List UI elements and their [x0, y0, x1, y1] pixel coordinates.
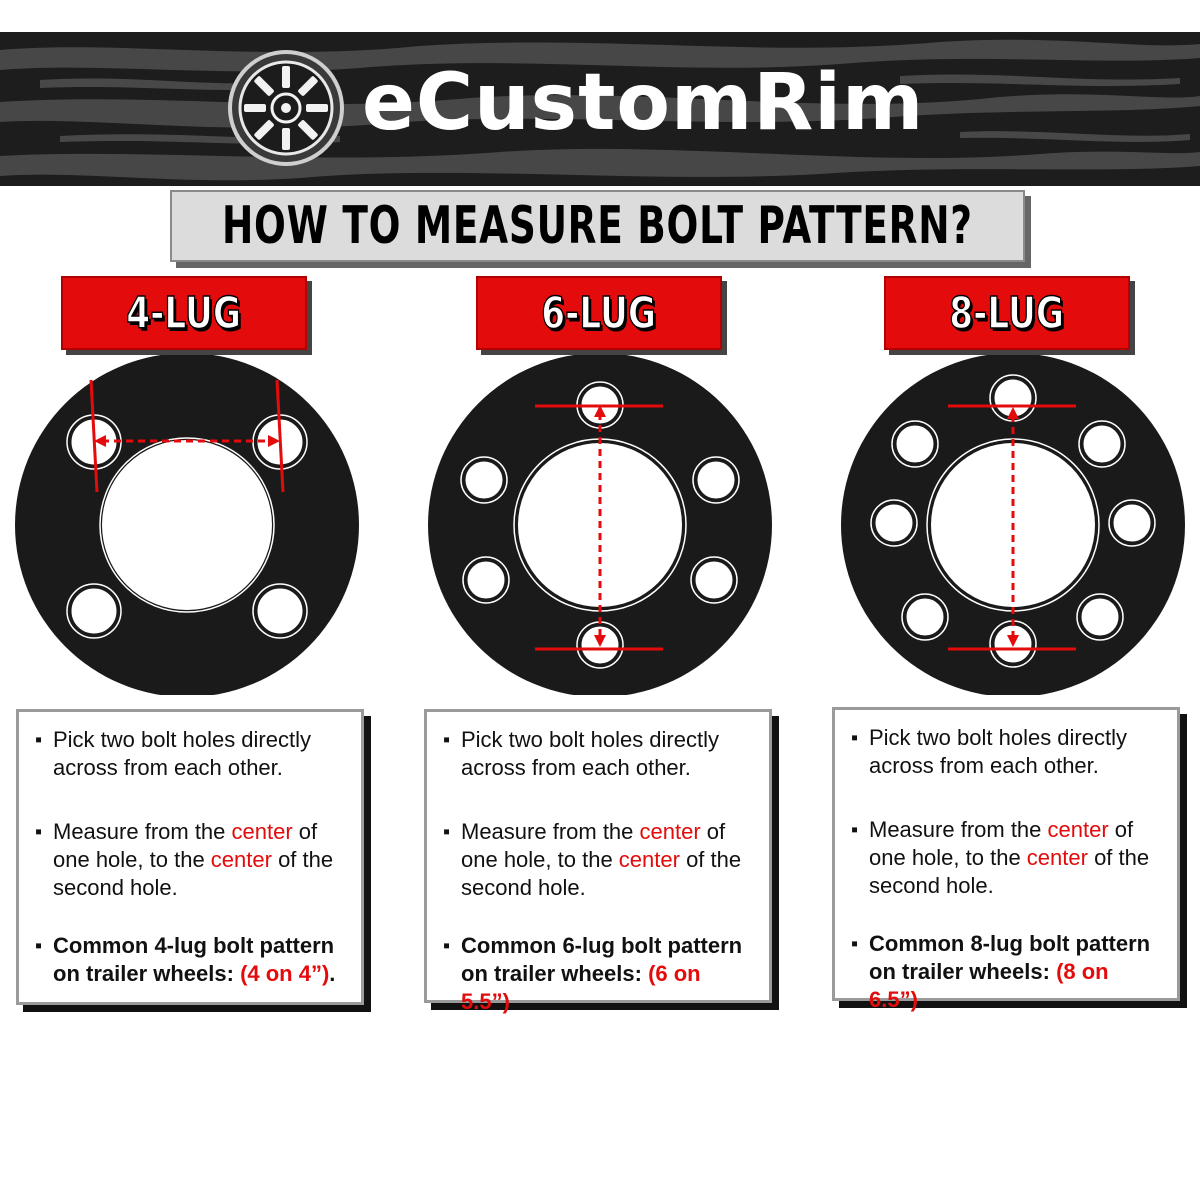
bolt-hole [462, 458, 506, 502]
diagram-4-lug [15, 355, 359, 695]
arrow-head [594, 405, 606, 417]
bolt-holes [460, 381, 740, 669]
label-8-lug: 8-LUG [884, 276, 1130, 350]
step-common-pattern: Common 4-lug bolt pattern on trailer whe… [35, 932, 349, 988]
measure-markers [89, 379, 285, 493]
marker-line [275, 379, 285, 493]
bolt-hole [1080, 422, 1124, 466]
info-box-8-lug: Pick two bolt holes directly across from… [832, 707, 1180, 1012]
step-pick-holes: Pick two bolt holes directly across from… [851, 724, 1165, 780]
bolt-hole [254, 585, 306, 637]
bolt-hole [692, 558, 736, 602]
arrow-head [594, 635, 606, 647]
diagram-6-lug [428, 355, 772, 695]
label-4-lug: 4-LUG [61, 276, 307, 350]
center-bore [102, 440, 272, 610]
bolt-hole [1078, 595, 1122, 639]
bolt-hole [893, 422, 937, 466]
bolt-hole [872, 501, 916, 545]
measure-markers [535, 404, 663, 651]
arrow-head [94, 435, 106, 447]
title-banner: HOW TO MEASURE BOLT PATTERN? [170, 190, 1025, 262]
step-common-pattern: Common 6-lug bolt pattern on trailer whe… [443, 932, 757, 1016]
step-measure-center: Measure from the center of one hole, to … [443, 818, 757, 902]
wheel-rim-icon [228, 50, 344, 166]
step-pick-holes: Pick two bolt holes directly across from… [443, 726, 757, 782]
diagram-8-lug [841, 355, 1185, 695]
label-6-lug: 6-LUG [476, 276, 722, 350]
info-box-6-lug: Pick two bolt holes directly across from… [424, 709, 772, 1014]
marker-line [89, 379, 99, 493]
step-measure-center: Measure from the center of one hole, to … [851, 816, 1165, 900]
bolt-hole [694, 458, 738, 502]
step-common-pattern: Common 8-lug bolt pattern on trailer whe… [851, 930, 1165, 1014]
measure-markers [948, 404, 1076, 651]
arrow-head [1007, 635, 1019, 647]
arrow-head [1007, 407, 1019, 419]
bolt-hole [68, 585, 120, 637]
bolt-hole [903, 595, 947, 639]
bolt-hole [1110, 501, 1154, 545]
step-measure-center: Measure from the center of one hole, to … [35, 818, 349, 902]
page-title: HOW TO MEASURE BOLT PATTERN? [222, 196, 973, 256]
bolt-hole [464, 558, 508, 602]
brand-name: eCustomRim [362, 58, 925, 148]
info-box-4-lug: Pick two bolt holes directly across from… [16, 709, 364, 1005]
arrow-head [268, 435, 280, 447]
step-pick-holes: Pick two bolt holes directly across from… [35, 726, 349, 782]
